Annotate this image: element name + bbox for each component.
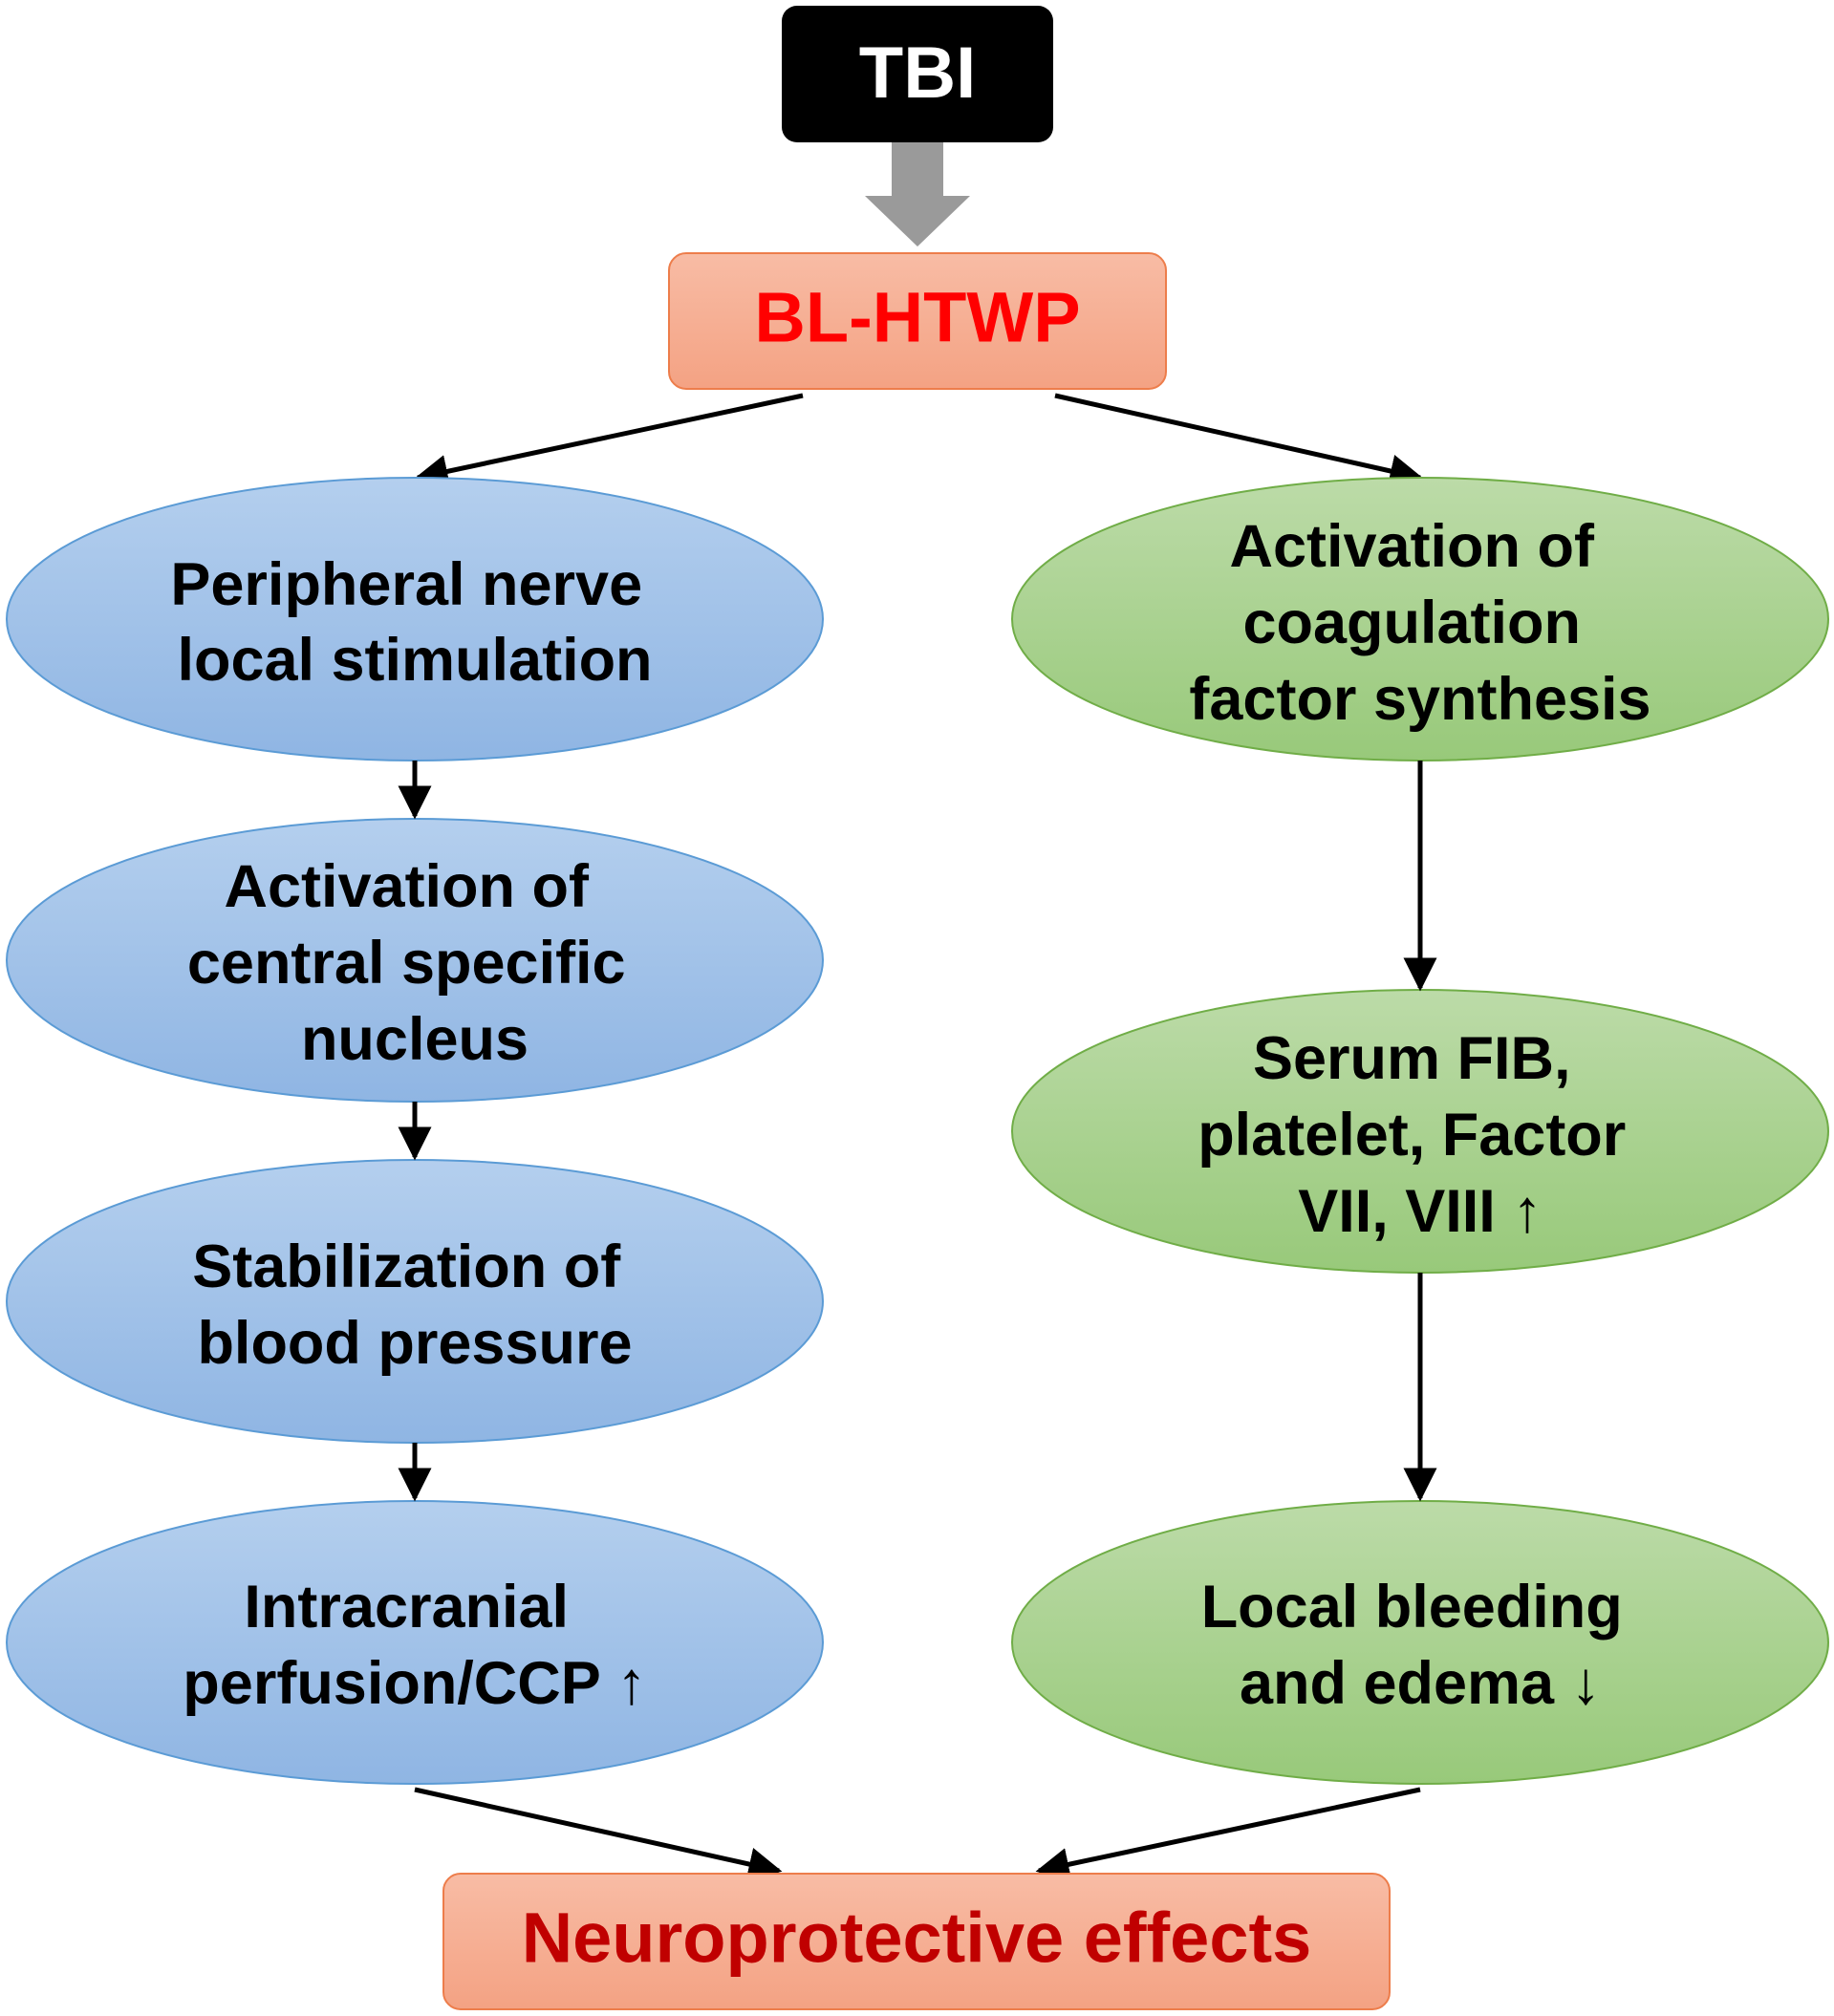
right-oval-3-line-1: Local bleeding <box>1201 1574 1623 1641</box>
right-oval-1-line-2: coagulation <box>1242 590 1581 656</box>
left-oval-2-line-3: nucleus <box>301 1006 529 1073</box>
right-oval-2-line-3: VII, VIII ↑ <box>1298 1178 1543 1245</box>
outcome-node: Neuroprotective effects <box>442 1873 1391 2010</box>
converge-arrow-left <box>414 1787 783 1881</box>
left-oval-4-line-2: perfusion/CCP ↑ <box>183 1650 646 1717</box>
tbi-to-bl-htwp-arrow <box>865 142 970 247</box>
bl-htwp-node: BL-HTWP <box>668 252 1167 390</box>
left-oval-3-line-2: blood pressure <box>197 1310 632 1377</box>
svg-text:Peripheral nerve local s: Peripheral nerve local stimulation <box>170 551 658 694</box>
svg-text:Intracranial perfusion/C: Intracranial perfusion/CCP ↑ <box>183 1574 646 1717</box>
svg-text:Activation of coagulatio: Activation of coagulation factor synthes… <box>1189 513 1651 733</box>
left-oval-2-line-2: central specific <box>187 930 626 997</box>
svg-text:Stabilization of blood p: Stabilization of blood pressure <box>192 1233 637 1377</box>
right-oval-2-line-2: platelet, Factor <box>1197 1102 1626 1169</box>
svg-text:Local bleeding and edema: Local bleeding and edema ↓ <box>1201 1574 1640 1717</box>
branch-arrow-right <box>1054 393 1424 488</box>
left-oval-1: Peripheral nerve local stimulation <box>6 477 824 761</box>
right-oval-2-line-1: Serum FIB, <box>1253 1025 1571 1092</box>
left-oval-1-line-1: Peripheral nerve <box>170 551 642 618</box>
right-oval-3-line-2: and edema ↓ <box>1240 1650 1601 1717</box>
right-oval-3: Local bleeding and edema ↓ <box>1011 1500 1829 1785</box>
left-oval-4-line-1: Intracranial <box>244 1574 569 1641</box>
svg-text:Serum FIB, platelet, Fac: Serum FIB, platelet, Factor VII, VIII ↑ <box>1197 1025 1643 1245</box>
right-oval-2: Serum FIB, platelet, Factor VII, VIII ↑ <box>1011 989 1829 1274</box>
svg-text:Activation of central sp: Activation of central specific nucleus <box>187 853 642 1073</box>
bl-htwp-label: BL-HTWP <box>754 278 1080 357</box>
tbi-node: TBI <box>782 6 1053 142</box>
left-oval-4: Intracranial perfusion/CCP ↑ <box>6 1500 824 1785</box>
right-oval-1-line-1: Activation of <box>1229 513 1595 580</box>
left-oval-2-line-1: Activation of <box>224 853 590 920</box>
converge-arrow-right <box>1035 1787 1421 1881</box>
left-oval-2: Activation of central specific nucleus <box>6 818 824 1103</box>
left-oval-1-line-2: local stimulation <box>177 627 652 694</box>
right-oval-1: Activation of coagulation factor synthes… <box>1011 477 1829 761</box>
outcome-label: Neuroprotective effects <box>522 1898 1312 1978</box>
left-oval-3: Stabilization of blood pressure <box>6 1159 824 1444</box>
left-oval-3-line-1: Stabilization of <box>192 1233 621 1300</box>
branch-arrow-left <box>414 393 804 488</box>
right-oval-1-line-3: factor synthesis <box>1189 666 1651 733</box>
tbi-label: TBI <box>859 32 976 114</box>
